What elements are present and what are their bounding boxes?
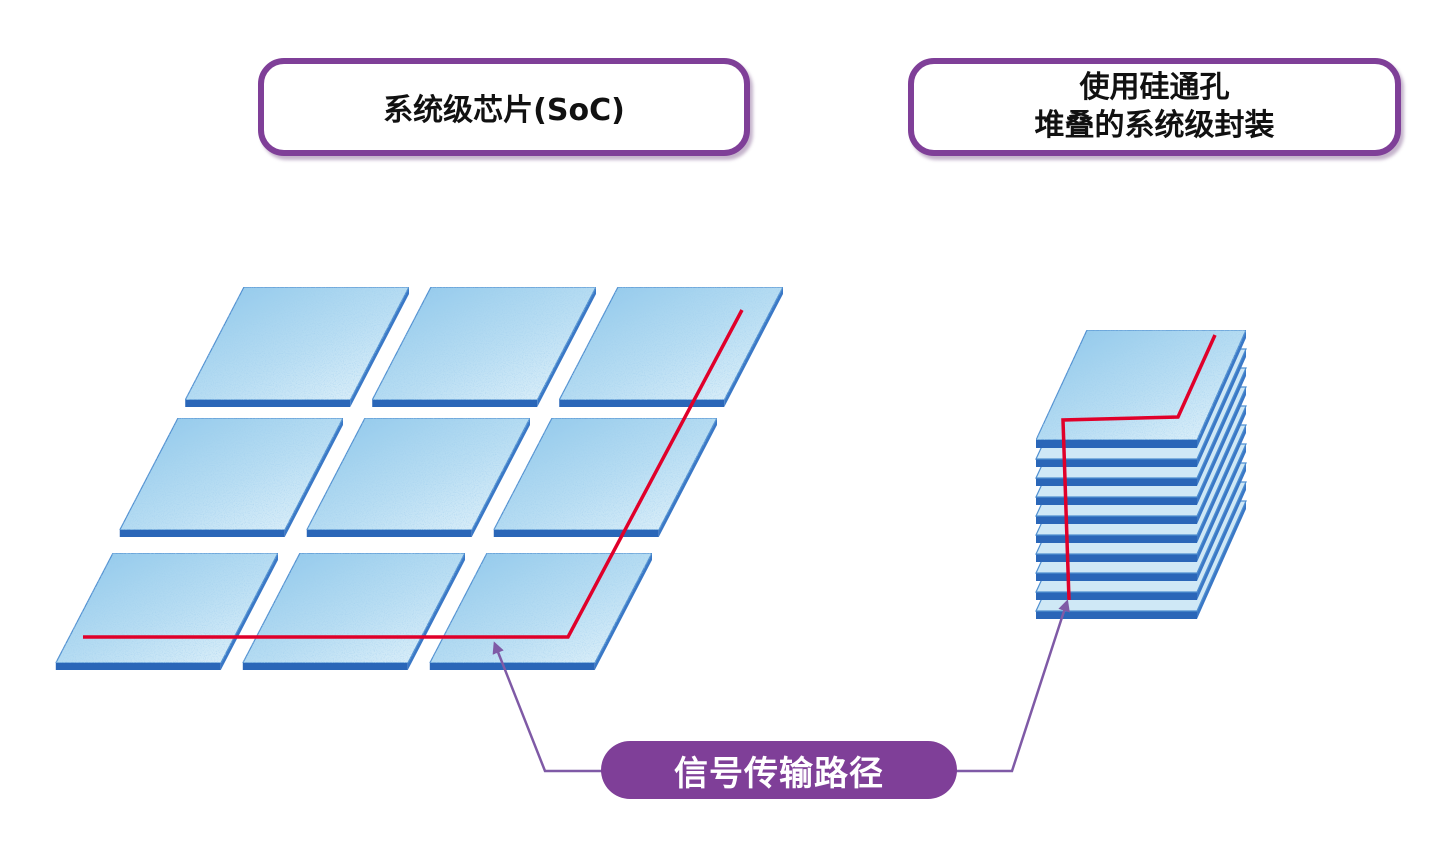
soc-chip-r2-c1 [118,417,344,537]
soc-chip-r2-c2 [305,417,531,537]
signal-path-text: 信号传输路径 [674,753,884,794]
stack-layer-1 [1035,329,1247,448]
soc-chip-r3-c2 [241,552,466,670]
soc-chip-r1-c3 [558,286,784,407]
soc-label: 系统级芯片(SoC) [383,93,625,128]
soc-chip-r3-c1 [54,552,279,670]
signal-path-label: 信号传输路径 [601,741,957,799]
soc-chip-grid [54,286,784,670]
tsv-label-line2: 堆叠的系统级封装 [1034,108,1275,143]
soc-chip-r2-c3 [492,417,718,537]
tsv-callout-arrow [955,599,1070,773]
tsv-signal-path [1061,334,1217,601]
soc-chip-r1-c1 [184,286,410,407]
tsv-label-box: 使用硅通孔 堆叠的系统级封装 [908,58,1401,156]
soc-signal-path [83,309,744,639]
tsv-label-line1: 使用硅通孔 [1079,70,1230,105]
soc-chip-r1-c2 [371,286,597,407]
soc-chip-r3-c3 [428,552,653,670]
soc-label-box: 系统级芯片(SoC) [258,58,750,156]
tsv-chip-stack [1035,329,1247,619]
soc-callout-arrow [492,641,603,773]
